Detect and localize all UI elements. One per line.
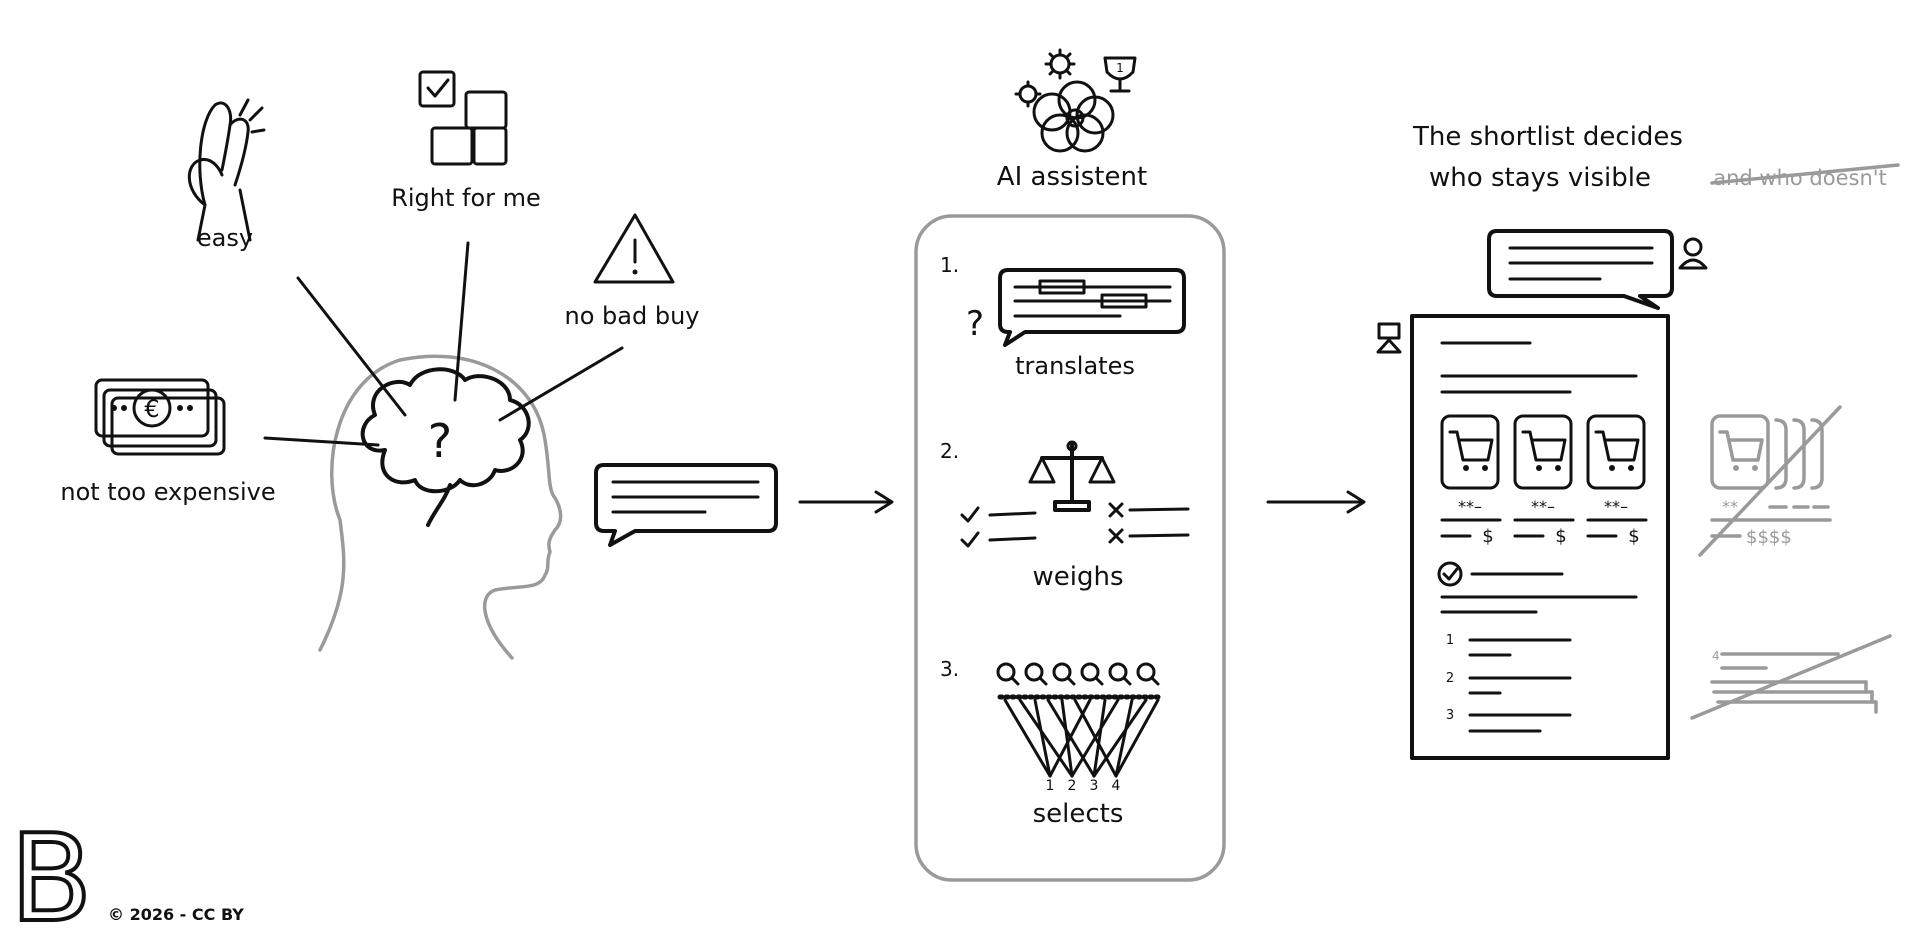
- translate-bubble-icon: [998, 268, 1186, 347]
- logo-letter: B: [10, 810, 92, 936]
- rank-number: 1: [1046, 778, 1055, 794]
- pros-checks: [960, 506, 1037, 548]
- head-outline: [318, 354, 563, 660]
- need-right-for-me-label: Right for me: [391, 184, 541, 212]
- step-1-number: 1.: [940, 253, 959, 277]
- search-icon: [996, 662, 1020, 686]
- selection-funnel-lines: [1003, 698, 1160, 778]
- user-icon: [1678, 237, 1708, 270]
- strike-line: [1690, 634, 1892, 720]
- product-card: **– $: [1440, 414, 1502, 547]
- need-not-too-expensive: € not too expensive: [60, 378, 276, 506]
- ranked-list: 1 2 3: [1446, 633, 1572, 733]
- step-2-number: 2.: [940, 439, 959, 463]
- shortlist-heading: The shortlist decides who stays visible …: [1412, 122, 1900, 193]
- step-translates-label: translates: [1015, 352, 1135, 380]
- need-easy-label: easy: [197, 224, 253, 252]
- svg-text:€: €: [144, 395, 159, 423]
- need-easy: easy: [187, 98, 266, 252]
- step-translates: 1. ? translates: [940, 253, 1186, 380]
- need-no-bad-buy: no bad buy: [565, 213, 700, 330]
- assistant-avatar-icon: [1376, 322, 1402, 354]
- scale-icon: [1028, 440, 1116, 512]
- need-not-too-expensive-label: not too expensive: [60, 478, 275, 506]
- step-selects: 3. 1 2 3 4 selects: [940, 657, 1163, 829]
- product-price: $: [1628, 526, 1639, 547]
- excluded-products: ** $$$$: [1698, 405, 1842, 557]
- search-icon: [1024, 662, 1048, 686]
- shopping-cart-icon: [1521, 430, 1567, 471]
- list-number: 3: [1446, 708, 1454, 723]
- search-icon: [1052, 662, 1076, 686]
- head-group: ?: [318, 354, 563, 660]
- step-3-number: 3.: [940, 657, 959, 681]
- check-circle-icon: [1437, 561, 1463, 587]
- shortlist-document: **– $ **– $ **–: [1410, 314, 1670, 760]
- need-no-bad-buy-label: no bad buy: [565, 302, 700, 330]
- svg-text:**: **: [1722, 497, 1738, 516]
- need-connectors: [263, 241, 624, 447]
- svg-text:1: 1: [1116, 61, 1124, 75]
- product-price: $: [1555, 526, 1566, 547]
- recommendation-row: [1437, 561, 1638, 614]
- struck-prices: $$$$: [1746, 527, 1792, 548]
- search-icon: [1108, 662, 1132, 686]
- brain-stem: [426, 483, 452, 527]
- answer-speech-bubble: [1487, 229, 1674, 310]
- ai-logo-icon: [1032, 80, 1115, 153]
- excluded-list: 4: [1690, 634, 1892, 720]
- prompt-speech-bubble: [594, 463, 778, 547]
- step-selects-label: selects: [1033, 799, 1124, 829]
- puzzle-icon: [418, 70, 508, 166]
- shortlist-title-line2: who stays visible: [1429, 163, 1651, 193]
- product-rating: **–: [1604, 497, 1628, 516]
- product-rating: **–: [1458, 497, 1482, 516]
- search-icon: [1136, 662, 1160, 686]
- search-icon: [1080, 662, 1104, 686]
- ai-assistant-panel: [914, 214, 1226, 882]
- rank-number: 4: [1112, 778, 1121, 794]
- footer-logo: B © 2026 - CC BY: [8, 808, 244, 936]
- arrow-to-shortlist: [1266, 490, 1366, 514]
- brain-icon: [360, 367, 531, 494]
- need-right-for-me: Right for me: [391, 70, 541, 212]
- product-rating: **–: [1531, 497, 1555, 516]
- product-price: $: [1482, 526, 1493, 547]
- product-card: **– $: [1513, 414, 1575, 547]
- brain-question-mark: ?: [428, 414, 452, 468]
- trophy-icon: 1: [1103, 56, 1137, 93]
- struck-rank: 4: [1712, 649, 1720, 663]
- rank-number: 3: [1090, 778, 1099, 794]
- crossed-fingers-icon: [187, 98, 266, 242]
- rank-number: 2: [1068, 778, 1077, 794]
- ai-assistant-title: AI assistent: [997, 162, 1147, 192]
- arrow-to-assistant: [798, 490, 894, 514]
- list-number: 1: [1446, 633, 1454, 648]
- copyright-text: © 2026 - CC BY: [108, 905, 244, 924]
- product-card: **– $: [1586, 414, 1648, 547]
- cons-crosses: [1108, 502, 1190, 544]
- shortlist-title-line1: The shortlist decides: [1412, 122, 1683, 152]
- warning-icon: [593, 213, 675, 284]
- question-mark-icon: ?: [966, 304, 984, 344]
- money-stack-icon: €: [94, 378, 226, 456]
- gear-small-icon: [1014, 80, 1042, 108]
- ai-assistant-header: 1 AI assistent: [997, 48, 1147, 192]
- strike-line: [1698, 405, 1842, 557]
- search-icons-row: [996, 662, 1160, 686]
- shopping-cart-icon: [1594, 430, 1640, 471]
- gear-icon: [1044, 48, 1076, 80]
- list-number: 2: [1446, 671, 1454, 686]
- step-weighs-label: weighs: [1032, 562, 1123, 592]
- strike-line: [1710, 163, 1900, 185]
- shopping-cart-icon: [1448, 430, 1494, 471]
- step-weighs: 2. weighs: [940, 439, 1190, 592]
